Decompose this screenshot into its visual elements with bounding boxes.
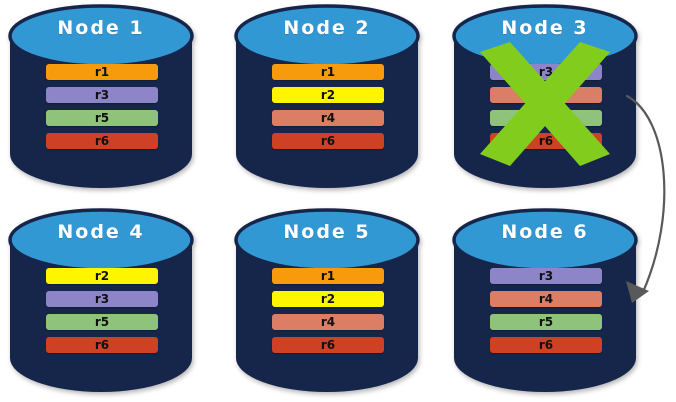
node-cylinder-3[interactable]: Node 3 r3 r4 r5 r6 <box>452 4 638 190</box>
record-bar[interactable]: r3 <box>490 268 602 284</box>
node-cylinder-5[interactable]: Node 5 r1 r2 r4 r6 <box>234 208 420 394</box>
record-list: r2 r3 r5 r6 <box>46 268 158 353</box>
record-bar[interactable]: r5 <box>490 314 602 330</box>
record-bar[interactable]: r3 <box>46 291 158 307</box>
record-bar[interactable]: r1 <box>272 64 384 80</box>
record-list: r1 r3 r5 r6 <box>46 64 158 149</box>
record-bar[interactable]: r6 <box>272 337 384 353</box>
record-bar[interactable]: r6 <box>272 133 384 149</box>
record-bar[interactable]: r2 <box>272 87 384 103</box>
record-bar[interactable]: r6 <box>490 337 602 353</box>
record-bar[interactable]: r5 <box>46 314 158 330</box>
record-bar[interactable]: r2 <box>272 291 384 307</box>
node-cylinder-1[interactable]: Node 1 r1 r3 r5 r6 <box>8 4 194 190</box>
record-bar[interactable]: r5 <box>46 110 158 126</box>
record-bar[interactable]: r4 <box>490 291 602 307</box>
record-bar[interactable]: r2 <box>46 268 158 284</box>
record-list: r1 r2 r4 r6 <box>272 64 384 149</box>
node-cylinder-6[interactable]: Node 6 r3 r4 r5 r6 <box>452 208 638 394</box>
record-bar[interactable]: r4 <box>272 110 384 126</box>
record-bar[interactable]: r6 <box>46 337 158 353</box>
record-bar[interactable]: r6 <box>46 133 158 149</box>
record-bar[interactable]: r4 <box>272 314 384 330</box>
record-bar[interactable]: r3 <box>490 64 602 80</box>
record-list: r3 r4 r5 r6 <box>490 268 602 353</box>
record-list: r1 r2 r4 r6 <box>272 268 384 353</box>
node-cylinder-2[interactable]: Node 2 r1 r2 r4 r6 <box>234 4 420 190</box>
record-list: r3 r4 r5 r6 <box>490 64 602 149</box>
node-cylinder-4[interactable]: Node 4 r2 r3 r5 r6 <box>8 208 194 394</box>
record-bar[interactable]: r6 <box>490 133 602 149</box>
record-bar[interactable]: r1 <box>272 268 384 284</box>
record-bar[interactable]: r4 <box>490 87 602 103</box>
record-bar[interactable]: r1 <box>46 64 158 80</box>
record-bar[interactable]: r5 <box>490 110 602 126</box>
record-bar[interactable]: r3 <box>46 87 158 103</box>
